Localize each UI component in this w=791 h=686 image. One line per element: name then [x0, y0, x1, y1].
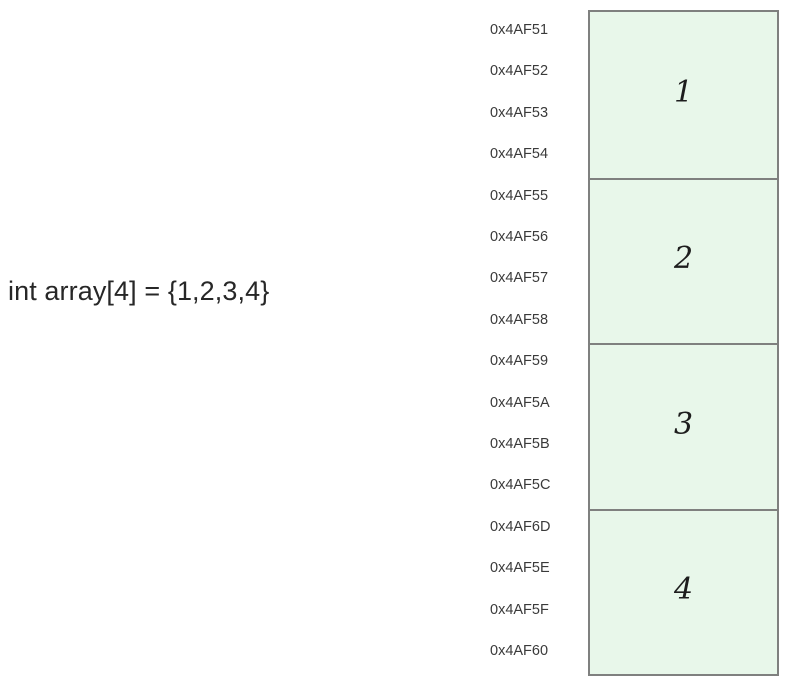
memory-block: 1 2 3 4: [588, 10, 779, 676]
address-label: 0x4AF5A: [490, 394, 550, 411]
memory-cell: 1: [590, 12, 777, 178]
address-label: 0x4AF52: [490, 63, 549, 80]
memory-cell-value: 3: [673, 406, 694, 442]
address-label: 0x4AF59: [490, 353, 549, 370]
address-label: 0x4AF5F: [490, 601, 549, 618]
address-label: 0x4AF57: [490, 270, 549, 287]
address-label: 0x4AF6D: [490, 518, 551, 535]
address-label: 0x4AF51: [490, 22, 549, 38]
address-label: 0x4AF55: [490, 187, 549, 204]
memory-cell: 4: [590, 508, 777, 674]
array-declaration-text: int array[4] = {1,2,3,4}: [8, 276, 270, 306]
address-label: 0x4AF56: [490, 229, 549, 245]
address-label: 0x4AF5B: [490, 436, 550, 452]
address-label: 0x4AF58: [490, 311, 549, 328]
address-label: 0x4AF54: [490, 146, 549, 163]
memory-cell-value: 4: [673, 572, 694, 608]
memory-cell: 2: [590, 177, 777, 343]
address-label: 0x4AF5E: [490, 560, 550, 577]
address-label: 0x4AF60: [490, 643, 549, 659]
address-label-column: 0x4AF51 0x4AF52 0x4AF53 0x4AF54 0x4AF55 0x4AF…: [490, 10, 576, 676]
address-label: 0x4AF53: [490, 104, 549, 121]
memory-cell-value: 2: [673, 241, 694, 277]
memory-cell: 3: [590, 343, 777, 509]
memory-cell-value: 1: [673, 74, 694, 110]
address-label: 0x4AF5C: [490, 477, 551, 494]
